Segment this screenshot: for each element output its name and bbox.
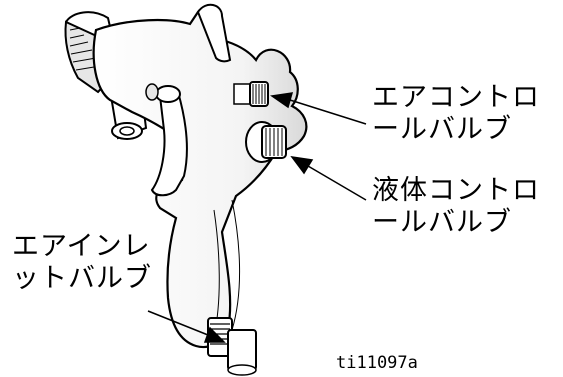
fluid-control-label-line-2: ールバルブ — [372, 207, 512, 238]
air-inlet-valve — [207, 317, 257, 376]
figure-id: ti11097a — [336, 353, 418, 373]
air-inlet-arrowhead — [203, 326, 226, 343]
fluid-control-leader-line — [307, 165, 367, 201]
air-control-leader-line — [289, 99, 367, 125]
air-control-arrowhead — [270, 92, 294, 109]
trigger — [150, 90, 188, 197]
fluid-control-arrowhead — [290, 155, 314, 175]
air-inlet-label-line-2: ットバルブ — [12, 263, 152, 294]
air-inlet-valve-label: エアインレ ットバルブ — [12, 231, 152, 295]
air-inlet-label-line-1: エアインレ — [12, 231, 151, 262]
callout-arrows — [147, 92, 367, 343]
fluid-control-valve — [245, 121, 287, 163]
air-control-label-line-1: エアコントロ — [372, 82, 540, 113]
trigger-pivot — [145, 83, 181, 103]
gun-body — [92, 6, 308, 349]
air-control-valve-label: エアコントロ ールバルブ — [372, 82, 540, 146]
air-control-label-line-2: ールバルブ — [372, 114, 512, 145]
fluid-control-label-line-1: 液体コントロ — [372, 175, 540, 206]
fluid-control-valve-label: 液体コントロ ールバルブ — [372, 175, 540, 239]
air-inlet-leader-line — [147, 310, 209, 336]
air-control-valve — [233, 81, 269, 107]
gun-hook — [196, 3, 232, 63]
